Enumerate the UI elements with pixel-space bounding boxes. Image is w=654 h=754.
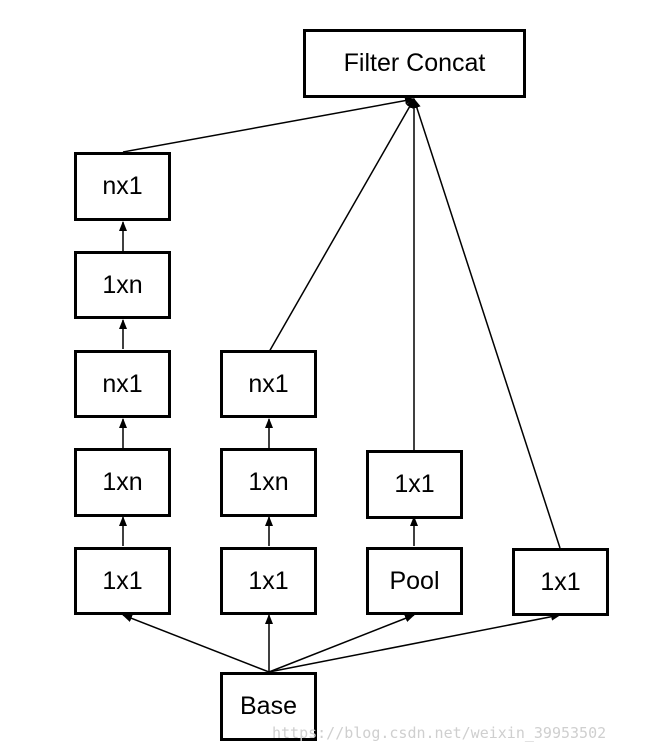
base-box: Base [220,672,317,741]
branch1-nx1-mid-box: nx1 [74,350,171,418]
edge-base-to-b4 [268,612,561,673]
filter-concat-box: Filter Concat [303,29,526,98]
branch2-nx1-box: nx1 [220,350,317,418]
branch1-nx1-top-box: nx1 [74,152,171,221]
edge-b4-to-concat [412,98,561,549]
branch2-1x1-box: 1x1 [220,547,317,615]
branch3-1x1-box: 1x1 [366,450,463,519]
edge-b1-to-concat [122,96,415,153]
branch1-1x1-box: 1x1 [74,547,171,615]
branch3-pool-box: Pool [366,547,463,615]
branch1-1xn-upper-box: 1xn [74,251,171,319]
branch4-1x1-box: 1x1 [512,548,609,616]
branch2-1xn-box: 1xn [220,448,317,517]
watermark-text: https://blog.csdn.net/weixin_39953502 [272,724,607,742]
edge-base-to-b3 [268,614,415,673]
edge-b2-to-concat [268,98,415,353]
branch1-1xn-lower-box: 1xn [74,448,171,517]
edge-base-to-b1 [122,614,270,673]
